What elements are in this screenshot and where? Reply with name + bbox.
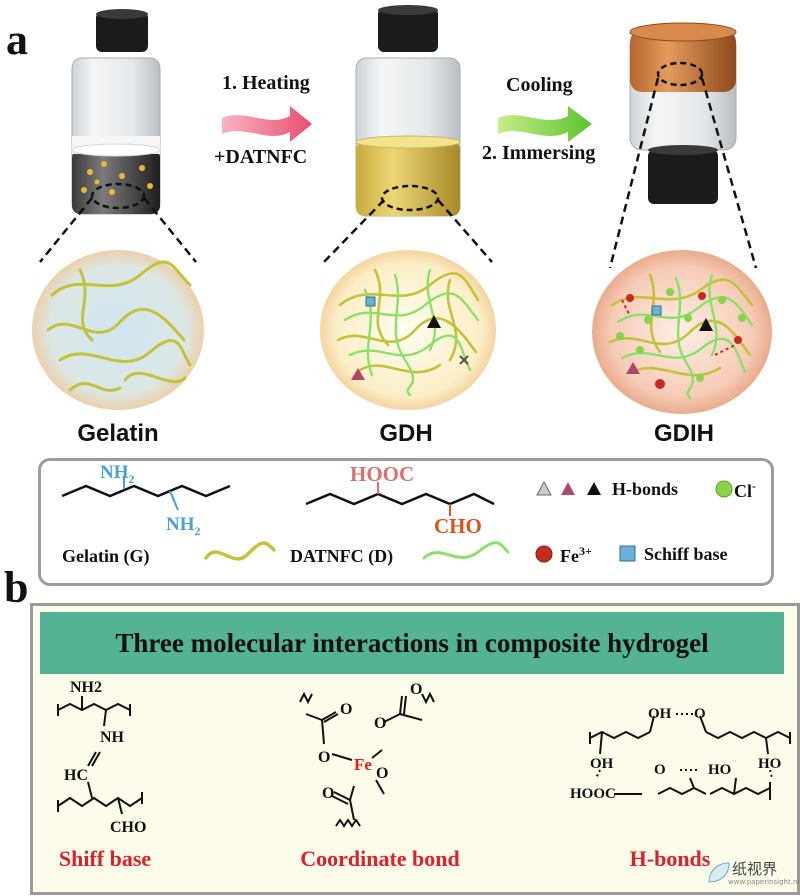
watermark-cn: 纸视界: [732, 860, 778, 878]
panel-b-label: b: [4, 563, 29, 612]
legend-cho: CHO: [434, 514, 482, 538]
chem-oh-2: OH: [590, 756, 614, 772]
chem-oh-1: OH: [648, 706, 672, 722]
chem-cho: CHO: [110, 819, 146, 836]
legend-graphics: [61, 476, 733, 563]
chem-nh: NH: [100, 729, 125, 746]
schiff-base-structure: [57, 696, 143, 815]
step2-line1: Cooling: [506, 74, 573, 96]
label-hbonds: H-bonds: [629, 846, 711, 871]
legend-gelatin-nh2-top: NH2: [100, 462, 135, 486]
interaction-structures: NH2 NH HC CHO Fe O O O O O O: [57, 679, 791, 836]
interactions-banner: Three molecular interactions in composit…: [40, 612, 784, 674]
panel-a-illustration: [32, 5, 772, 414]
label-coordinate-bond: Coordinate bond: [300, 846, 460, 871]
watermark-url: www.paperinsight.net: [728, 878, 800, 886]
step1-line1: 1. Heating: [222, 72, 310, 94]
watermark-leaf-icon: [708, 862, 730, 883]
chem-o-3: O: [374, 715, 386, 732]
watermark-logo: 纸视界 www.paperinsight.net: [706, 858, 800, 892]
chem-ho-2: HO: [708, 762, 731, 778]
legend-fe-label: Fe3+: [560, 544, 592, 566]
chem-hc: HC: [64, 767, 88, 784]
legend-box: [38, 458, 774, 586]
legend-gelatin-label: Gelatin (G): [62, 546, 150, 566]
gdh-vial: [323, 5, 493, 263]
gdh-network-circle: [320, 250, 496, 410]
chem-o-5: O: [376, 765, 388, 782]
legend-datnfc-label: DATNFC (D): [290, 546, 394, 566]
cooling-arrow: [498, 106, 592, 142]
sample-label-gelatin: Gelatin: [77, 420, 159, 447]
legend-schiff-label: Schiff base: [644, 544, 728, 564]
sample-label-gdih: GDIH: [654, 420, 714, 447]
chem-o-1: O: [340, 701, 352, 718]
chem-o-2: O: [318, 749, 330, 766]
step1-line2: +DATNFC: [214, 146, 308, 168]
chem-fe: Fe: [354, 755, 372, 774]
legend-cl-label: Cl-: [734, 479, 756, 501]
chem-nh2: NH2: [70, 679, 102, 696]
step2-line2: 2. Immersing: [482, 142, 596, 164]
label-shiff-base: Shiff base: [58, 846, 152, 871]
chem-o-4: O: [410, 681, 422, 698]
gelatin-network-circle: [32, 250, 204, 410]
banner-title: Three molecular interactions in composit…: [115, 627, 709, 658]
legend-gelatin-nh2-bottom: NH2: [166, 514, 201, 538]
panel-a-label: a: [6, 15, 28, 64]
chem-o-hb: O: [694, 706, 706, 722]
legend-hbonds-label: H-bonds: [612, 479, 679, 499]
legend-hooc: HOOC: [350, 462, 415, 486]
chem-o-6: O: [322, 785, 334, 802]
chem-hooc: HOOC: [570, 786, 616, 802]
coordinate-bond-structure: [299, 691, 435, 828]
hbond-structure: [589, 715, 791, 800]
chem-o-hb2: O: [654, 762, 666, 778]
gdih-network-circle: [592, 250, 772, 414]
sample-label-gdh: GDH: [379, 420, 433, 447]
gelatin-vial: [39, 9, 197, 263]
heating-arrow: [222, 106, 312, 142]
chem-ho-1: HO: [758, 756, 781, 772]
gdih-vial: [608, 22, 758, 269]
